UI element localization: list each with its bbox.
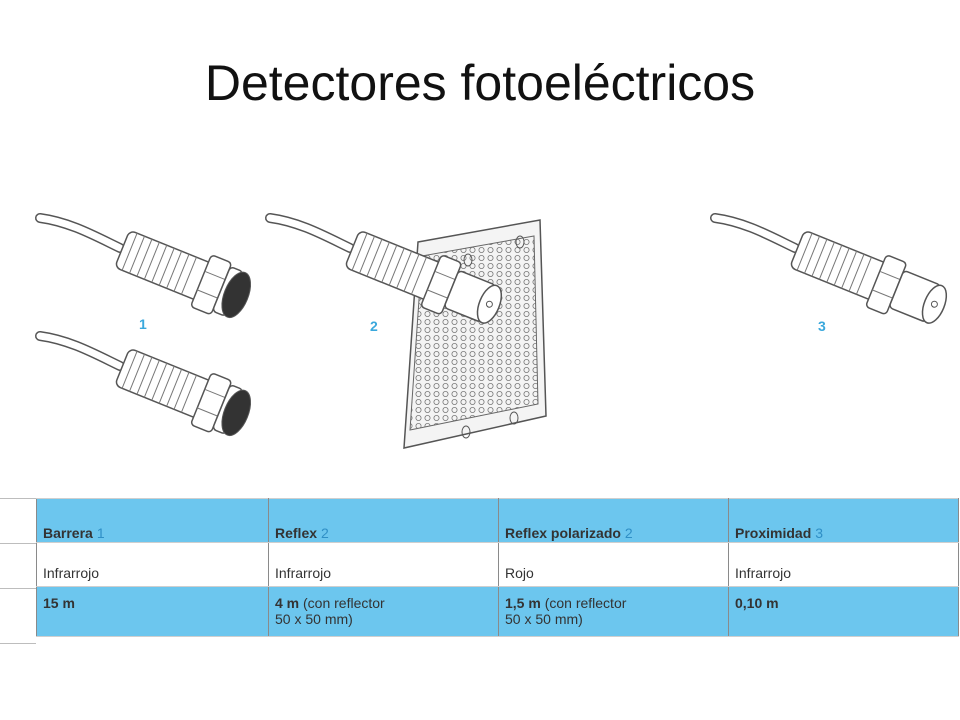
table-cell: Infrarrojo bbox=[268, 542, 499, 587]
table-row-light-type: Infrarrojo Infrarrojo Rojo Infrarrojo bbox=[36, 542, 959, 587]
table-left-edge bbox=[0, 498, 36, 646]
sensor-1-bottom bbox=[40, 336, 252, 440]
slide-title: Detectores fotoeléctricos bbox=[204, 55, 756, 111]
label-2: 2 bbox=[370, 318, 378, 334]
sensor-3 bbox=[715, 218, 948, 324]
table-cell: 0,10 m bbox=[728, 586, 959, 637]
label-3: 3 bbox=[818, 318, 826, 334]
table-cell: Infrarrojo bbox=[36, 542, 269, 587]
sensor-2 bbox=[270, 218, 503, 324]
sensor-1-top bbox=[40, 218, 252, 322]
reflector-plate bbox=[403, 219, 547, 449]
label-1: 1 bbox=[139, 316, 147, 332]
table-cell: Rojo bbox=[498, 542, 729, 587]
table-cell: Infrarrojo bbox=[728, 542, 959, 587]
sensors-illustration: 1 2 3 bbox=[0, 190, 948, 449]
table-cell: 15 m bbox=[36, 586, 269, 637]
